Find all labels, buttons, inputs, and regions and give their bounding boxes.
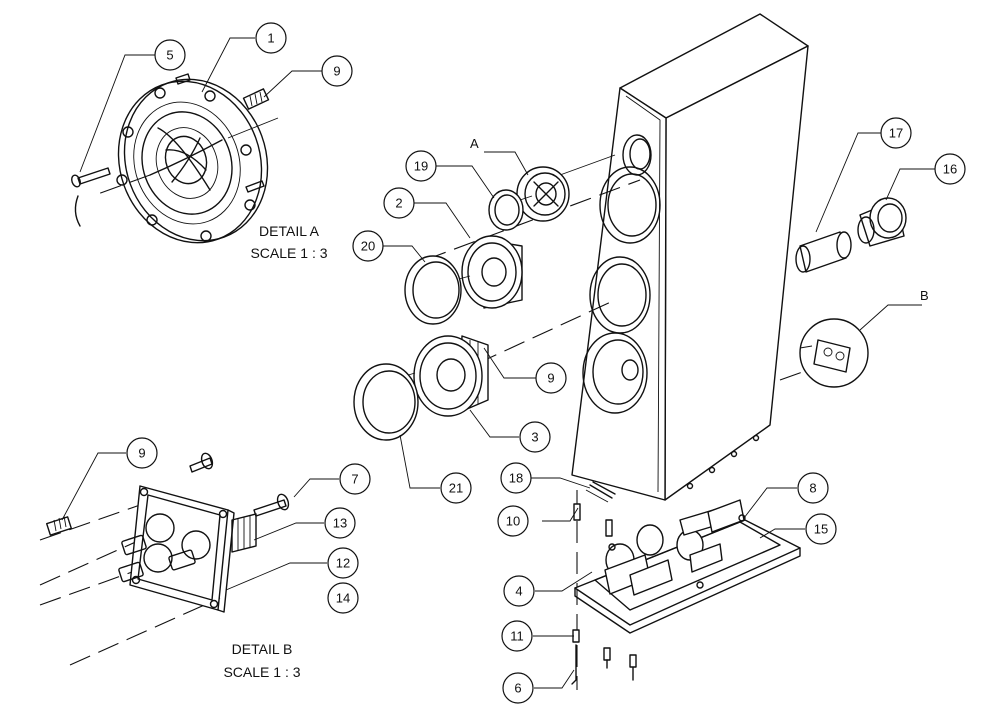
trim-ring-20: [404, 255, 462, 325]
balloon-label: 11: [510, 629, 524, 644]
balloon-10: 10: [497, 505, 529, 537]
balloon-circle: [497, 505, 529, 537]
balloon-circle: [535, 362, 567, 394]
balloon-circle: [797, 472, 829, 504]
balloon-17: 17: [880, 117, 912, 149]
hardware-stack: [571, 481, 637, 685]
balloon-circle: [327, 582, 359, 614]
balloon-3: 3: [519, 421, 551, 453]
balloon-16: 16: [934, 153, 966, 185]
screw-left: [71, 167, 111, 227]
balloon-circle: [440, 472, 472, 504]
balloon-circle: [405, 150, 437, 182]
balloon-circle: [519, 421, 551, 453]
screw-top-right: [242, 88, 270, 110]
balloon-15: 15: [805, 513, 837, 545]
balloon-circle: [934, 153, 966, 185]
balloon-label: 21: [449, 481, 463, 496]
screw-lower-right: [245, 180, 265, 193]
tweeter-a: [516, 154, 616, 222]
leader-lines: [61, 37, 935, 689]
trim-ring-21: [353, 363, 419, 441]
balloon-circle: [126, 437, 158, 469]
balloon-label: 9: [547, 371, 554, 386]
balloon-label: 18: [509, 471, 523, 486]
balloon-label: 19: [414, 159, 428, 174]
balloon-circle: [339, 463, 371, 495]
balloon-label: 2: [395, 196, 402, 211]
balloon-2: 2: [383, 187, 415, 219]
balloon-label: 9: [138, 446, 145, 461]
balloon-5: 5: [154, 39, 186, 71]
balloon-label: 1: [267, 31, 274, 46]
detail-a-scale: SCALE 1 : 3: [250, 245, 327, 261]
balloon-circle: [321, 55, 353, 87]
trim-ring-19: [488, 189, 524, 231]
balloon-label: 16: [943, 162, 957, 177]
balloon-label: 4: [515, 584, 522, 599]
balloon-circle: [501, 620, 533, 652]
balloon-circle: [503, 575, 535, 607]
screw-top: [175, 73, 191, 85]
balloon-4: 4: [503, 575, 535, 607]
balloon-label: 13: [333, 516, 347, 531]
balloon-circle: [500, 462, 532, 494]
balloon-12: 12: [327, 547, 359, 579]
balloon-9a: 9: [321, 55, 353, 87]
balloon-label: 6: [514, 681, 521, 696]
balloon-circle: [324, 507, 356, 539]
balloon-13: 13: [324, 507, 356, 539]
balloon-label: 20: [361, 239, 375, 254]
detail-b-callout-circle: [799, 318, 869, 388]
woofer-driver-3: [404, 335, 489, 417]
balloon-circle: [352, 230, 384, 262]
balloon-9b: 9: [535, 362, 567, 394]
balloon-circle: [255, 22, 287, 54]
balloon-1: 1: [255, 22, 287, 54]
detail-b-terminal-plate: [39, 452, 290, 666]
port-tube-17: [795, 231, 852, 273]
balloon-20: 20: [352, 230, 384, 262]
balloon-label: 3: [531, 430, 538, 445]
balloon-19: 19: [405, 150, 437, 182]
balloon-label: 15: [814, 522, 828, 537]
balloon-7: 7: [339, 463, 371, 495]
balloon-14: 14: [327, 582, 359, 614]
balloon-18: 18: [500, 462, 532, 494]
midrange-driver-2: [454, 235, 523, 309]
balloon-label: 8: [809, 481, 816, 496]
balloon-circle: [805, 513, 837, 545]
balloon-label: 7: [351, 472, 358, 487]
balloon-9c: 9: [126, 437, 158, 469]
balloon-label: 5: [166, 48, 173, 63]
balloon-circle: [383, 187, 415, 219]
detail-b-scale: SCALE 1 : 3: [223, 664, 300, 680]
balloon-circle: [880, 117, 912, 149]
balloon-label: 14: [336, 591, 350, 606]
balloon-label: 12: [336, 556, 350, 571]
balloon-circle: [154, 39, 186, 71]
knurled-screw-detail-b: [45, 515, 73, 536]
detail-a-letter: A: [470, 136, 479, 151]
balloon-11: 11: [501, 620, 533, 652]
balloon-label: 10: [506, 514, 520, 529]
balloon-circle: [502, 672, 534, 704]
detail-b-title: DETAIL B: [232, 641, 293, 657]
speaker-cabinet: [571, 13, 809, 501]
detail-a-tweeter: [71, 73, 279, 244]
detail-a-title: DETAIL A: [259, 223, 320, 239]
balloon-label: 17: [889, 126, 903, 141]
crossover-board: [574, 499, 801, 634]
detail-b-letter: B: [920, 288, 929, 303]
balloon-6: 6: [502, 672, 534, 704]
balloon-21: 21: [440, 472, 472, 504]
balloon-label: 9: [333, 64, 340, 79]
balloon-circle: [327, 547, 359, 579]
balloon-8: 8: [797, 472, 829, 504]
port-flare-16: [857, 197, 907, 247]
